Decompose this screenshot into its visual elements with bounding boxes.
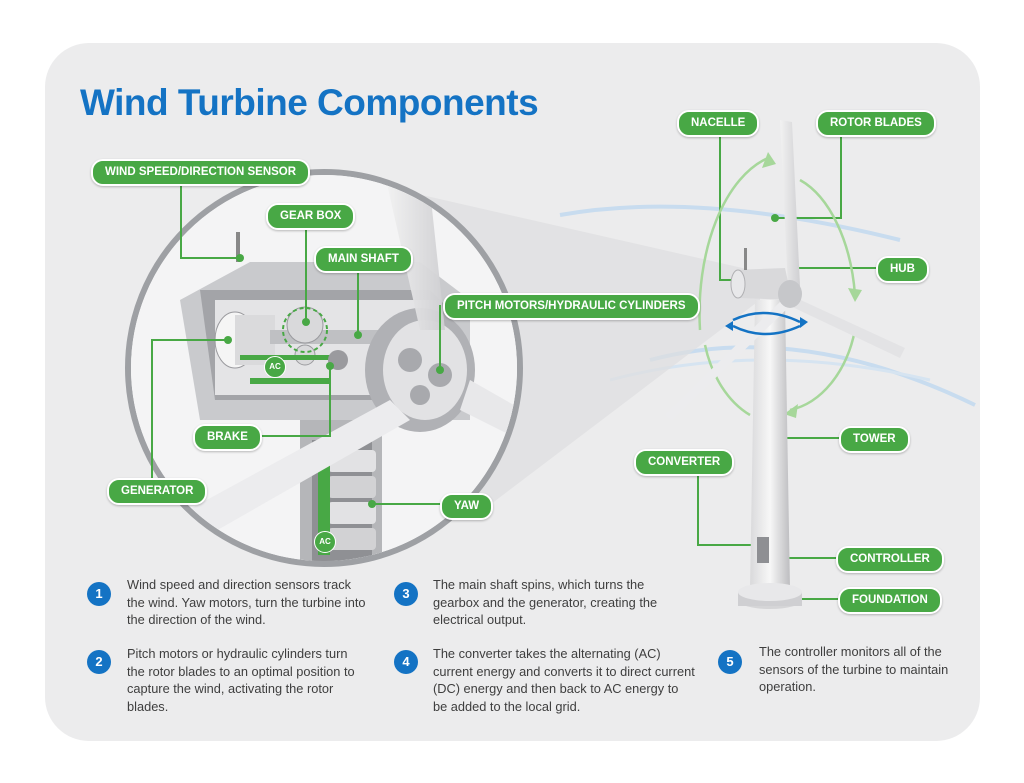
ac-tag: AC (314, 531, 336, 553)
step-number-3: 3 (394, 582, 418, 606)
label-brake: BRAKE (193, 424, 262, 451)
label-wind-sensor: WIND SPEED/DIRECTION SENSOR (91, 159, 311, 186)
step-number-2: 2 (87, 650, 111, 674)
blade-shape (665, 300, 790, 420)
step-text-2: Pitch motors or hydraulic cylinders turn… (127, 646, 355, 714)
label-gear-box: GEAR BOX (266, 203, 356, 230)
step-number-5: 5 (718, 650, 742, 674)
label-yaw: YAW (440, 493, 494, 520)
label-rotor-blades: ROTOR BLADES (816, 110, 936, 137)
label-nacelle: NACELLE (677, 110, 760, 137)
wind-line (649, 345, 976, 407)
step-number-1: 1 (87, 582, 111, 606)
step-text-5: The controller monitors all of the senso… (759, 644, 949, 694)
blade-shape (780, 120, 800, 288)
label-controller: CONTROLLER (836, 546, 944, 573)
tower-shape (750, 300, 790, 590)
label-converter: CONVERTER (634, 449, 735, 476)
page-title: Wind Turbine Components (80, 82, 539, 123)
step-number-4: 4 (394, 650, 418, 674)
wind-line (559, 204, 901, 242)
label-pitch-motors: PITCH MOTORS/HYDRAULIC CYLINDERS (443, 293, 700, 320)
label-foundation: FOUNDATION (838, 587, 942, 614)
step-text-4: The converter takes the alternating (AC)… (433, 646, 695, 714)
step-text-3: The main shaft spins, which turns the ge… (433, 577, 658, 627)
label-main-shaft: MAIN SHAFT (314, 246, 413, 273)
label-hub: HUB (876, 256, 929, 283)
step-text-1: Wind speed and direction sensors track t… (127, 577, 366, 627)
ac-tag: AC (264, 356, 286, 378)
label-generator: GENERATOR (107, 478, 208, 505)
label-tower: TOWER (839, 426, 910, 453)
blade-shape (786, 296, 905, 358)
